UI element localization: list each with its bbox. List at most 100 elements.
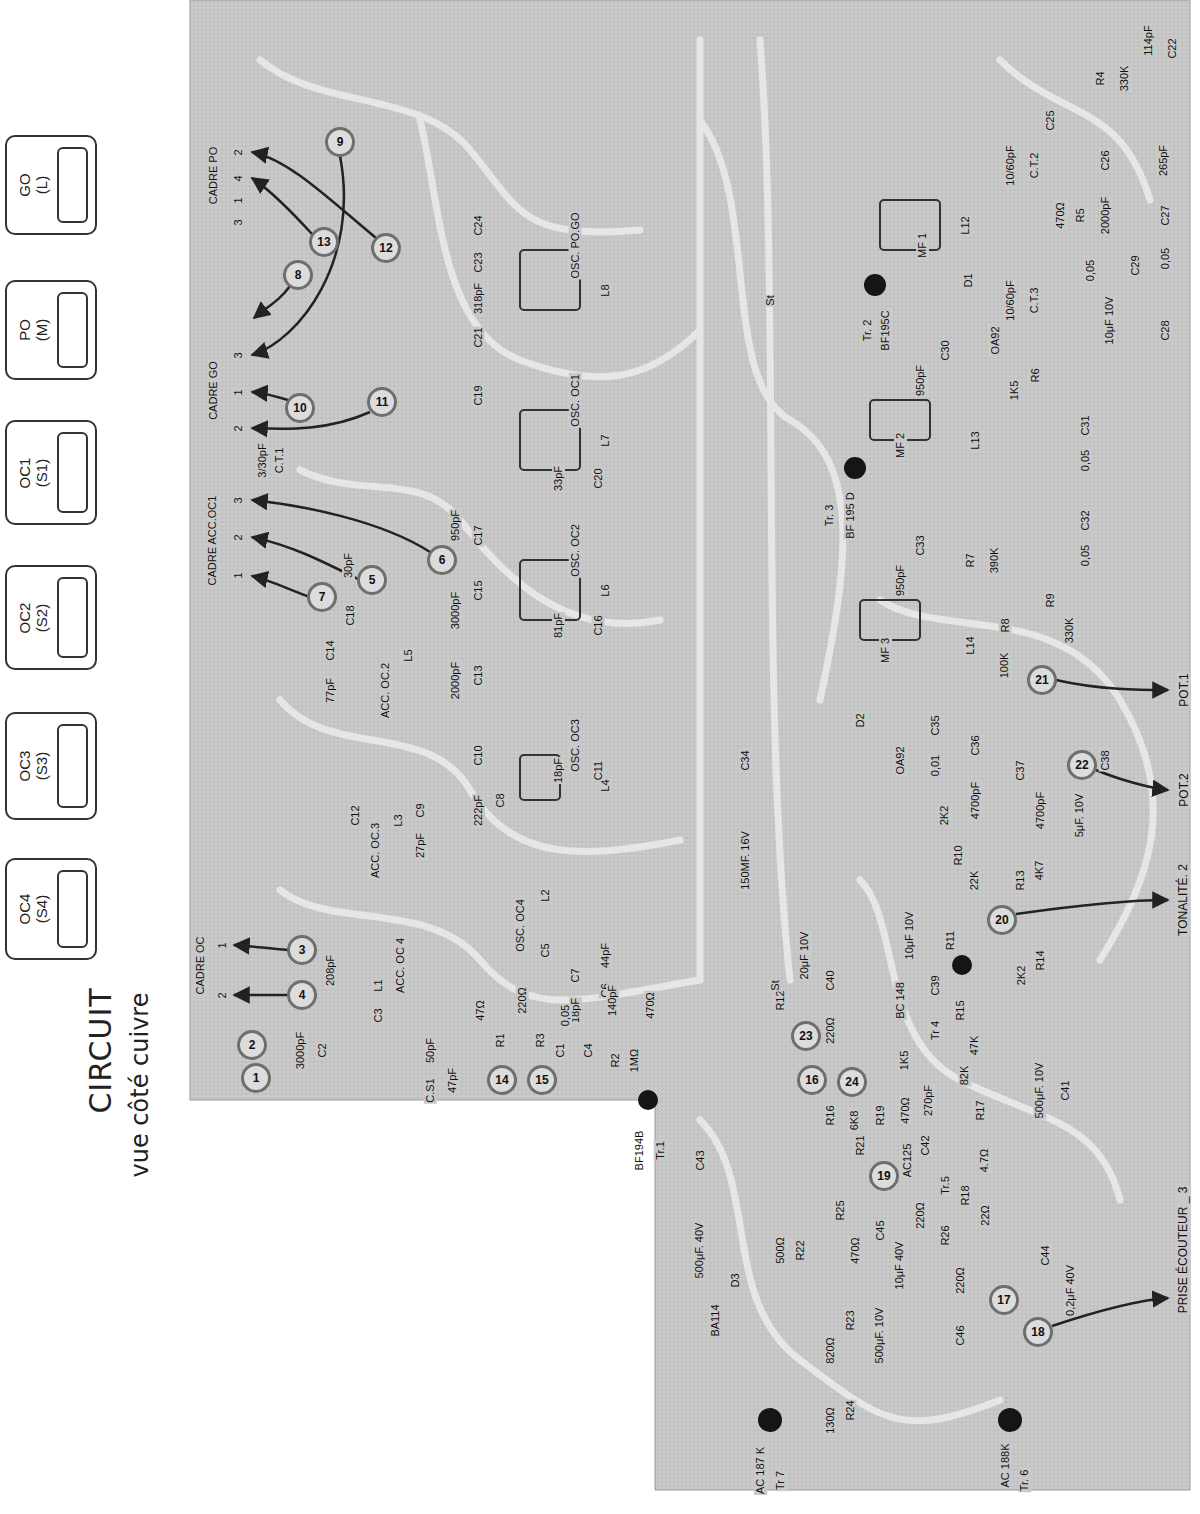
leader-arrow [252, 392, 288, 400]
callout-number: 17 [989, 1285, 1019, 1315]
component-label: 0,01 [929, 753, 942, 776]
component-label: 18pF [552, 756, 565, 783]
component-label: BF195C [879, 309, 892, 351]
component-label: 33pF [552, 464, 565, 491]
coil-outline [860, 600, 920, 640]
callout-number: 4 [287, 980, 317, 1010]
callout-number: 6 [427, 545, 457, 575]
component-label: ACC. OC 4 [394, 936, 407, 993]
switch-key: OC3 (S3) [5, 712, 97, 820]
component-label: C23 [472, 251, 485, 273]
component-label: C34 [739, 749, 752, 771]
leader-arrows [234, 152, 1168, 1326]
coil-symbols [520, 200, 940, 800]
pin-number: 1 [232, 196, 245, 204]
transistor-symbols [638, 274, 1022, 1432]
switch-key: PO (M) [5, 280, 97, 380]
component-label: C11 [592, 759, 605, 780]
component-label: 500Ω [773, 1236, 786, 1265]
pin-number: 3 [232, 218, 245, 226]
component-label: MF 3 [879, 636, 892, 663]
component-label: OSC. OC2 [568, 523, 581, 578]
component-label: BC 148 [893, 981, 906, 1020]
component-label: 1MΩ [628, 1047, 641, 1073]
component-label: C20 [592, 467, 605, 489]
component-label: C40 [824, 969, 837, 991]
component-label: CADRE GO [206, 360, 219, 421]
component-label: 82K [958, 1064, 971, 1086]
component-label: R21 [854, 1134, 867, 1156]
board-outline [190, 0, 1190, 1490]
component-label: R14 [1034, 949, 1047, 971]
component-label: 0,05 [1079, 448, 1092, 471]
leader-arrow [252, 178, 312, 234]
component-label: AC125 [901, 1142, 914, 1178]
key-window [57, 432, 88, 513]
pin-number: 1 [232, 571, 245, 579]
leader-arrow [234, 994, 288, 997]
pin-number: 4 [232, 174, 245, 182]
component-label: R17 [974, 1099, 987, 1121]
callout-number: 10 [285, 393, 315, 423]
component-label: C46 [954, 1324, 967, 1346]
component-label: OSC. OC4 [513, 898, 526, 953]
component-label: BF194B [633, 1129, 646, 1171]
component-label: 0,05 [559, 1003, 572, 1026]
component-label: L2 [539, 888, 552, 902]
component-label: 10μF 10V [1103, 295, 1116, 345]
component-label: OSC. OC1 [568, 373, 581, 428]
pin-number: 1 [232, 388, 245, 396]
component-label: CADRE ACC.OC1 [206, 494, 219, 586]
component-label: C7 [569, 967, 582, 983]
component-label: D2 [854, 712, 867, 728]
component-label: 4700pF [969, 780, 982, 819]
transistor-symbol [998, 1408, 1022, 1432]
component-label: 3000pF [294, 1030, 307, 1069]
component-label: 470Ω [898, 1096, 911, 1125]
component-label: C21 [472, 326, 485, 348]
key-label: OC2 (S2) [16, 596, 50, 640]
component-label: 2K2 [938, 804, 951, 826]
component-label: ACC. OC.3 [369, 821, 382, 878]
component-label: C37 [1014, 759, 1027, 781]
component-label: 150MF. 16V [738, 830, 751, 891]
component-label: 4K7 [1033, 859, 1046, 881]
component-label: R19 [874, 1104, 887, 1126]
component-label: 2K2 [1015, 964, 1028, 986]
component-label: 114pF [1142, 24, 1155, 56]
transistor-symbol [758, 1408, 782, 1432]
trace-gap [880, 600, 1153, 960]
component-label: C41 [1059, 1079, 1072, 1101]
component-label: R15 [954, 999, 967, 1021]
component-label: Tr.1 [653, 1140, 666, 1161]
component-label: 77pF [324, 676, 337, 703]
trace-gap [760, 40, 790, 980]
component-label: R16 [824, 1104, 837, 1126]
callout-number: 8 [283, 260, 313, 290]
component-label: 500μF. 10V [873, 1306, 886, 1364]
component-label: C45 [874, 1219, 887, 1241]
leader-arrow [1056, 680, 1168, 690]
component-label: C18 [344, 604, 357, 626]
leader-arrow [254, 286, 290, 318]
component-label: L13 [969, 430, 982, 450]
component-label: 500μF. 10V [1033, 1061, 1046, 1119]
transistor-symbol [638, 1090, 658, 1110]
key-label: OC3 (S3) [16, 744, 50, 788]
component-label: C13 [472, 664, 485, 686]
component-label: C27 [1159, 204, 1172, 226]
component-label: 2000pF [1099, 195, 1112, 234]
component-label: 318pF [472, 281, 485, 314]
callout-number: 11 [367, 387, 397, 417]
component-label: 220Ω [823, 1016, 836, 1045]
switch-key: OC2 (S2) [5, 565, 97, 670]
component-label: 6K8 [848, 1109, 861, 1131]
title: CIRCUIT [83, 987, 118, 1113]
component-label: 2000pF [449, 660, 462, 699]
pin-number: 3 [232, 351, 245, 359]
callout-number: 3 [287, 935, 317, 965]
component-label: C17 [472, 524, 485, 546]
component-label: 330K [1118, 64, 1131, 92]
component-label: BF 195 D [844, 491, 857, 539]
component-label: C.T.3 [1028, 286, 1041, 314]
